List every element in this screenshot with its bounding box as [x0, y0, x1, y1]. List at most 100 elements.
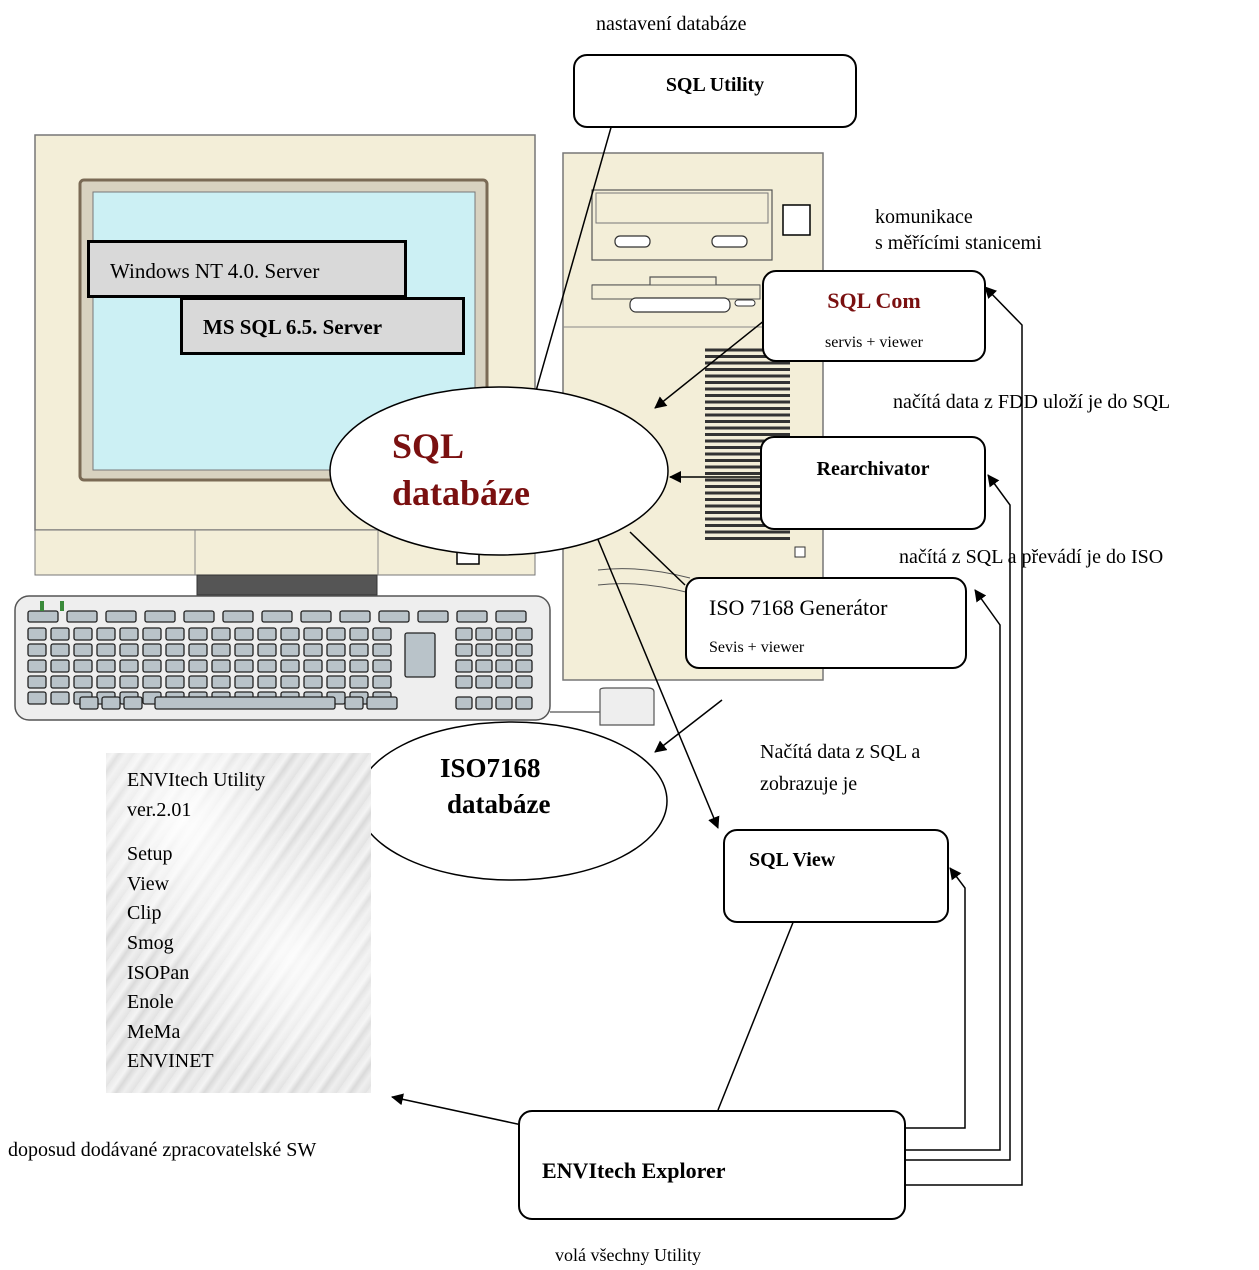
keyboard-key	[326, 659, 346, 673]
arrow-sql-db-to-sql-view	[593, 529, 720, 829]
utility-item-smog[interactable]: Smog	[127, 932, 174, 954]
keyboard-key	[495, 696, 513, 710]
keyboard-key	[101, 696, 121, 710]
keyboard-key	[73, 643, 93, 657]
keyboard-key	[303, 659, 323, 673]
keyboard-key	[211, 627, 231, 641]
rearchivator-label: Rearchivator	[816, 458, 930, 480]
keyboard-key	[66, 610, 98, 623]
keyboard-key	[183, 610, 215, 623]
keyboard-key	[188, 675, 208, 689]
keyboard-key	[27, 691, 47, 705]
keyboard-key	[222, 610, 254, 623]
keyboard-key	[27, 610, 59, 623]
connector-explorer-to-generator	[905, 589, 1001, 1151]
keyboard-key	[455, 675, 473, 689]
keyboard-key	[211, 643, 231, 657]
keyboard-illustration	[14, 595, 551, 721]
utility-item-isopan[interactable]: ISOPan	[127, 962, 190, 984]
os-label-box: Windows NT 4.0. Server	[87, 240, 407, 298]
keyboard-key	[495, 659, 513, 673]
sql-database-label-2: databáze	[392, 473, 530, 513]
iso-conversion-note: načítá z SQL a převádí je do ISO	[899, 546, 1164, 568]
utility-panel: ENVItech Utility ver.2.01 Setup View Cli…	[106, 753, 371, 1093]
keyboard-key	[455, 659, 473, 673]
keyboard-key	[455, 643, 473, 657]
keyboard-key	[142, 627, 162, 641]
sql-view-label: SQL View	[749, 849, 836, 871]
utility-item-envinet[interactable]: ENVINET	[127, 1050, 214, 1072]
keyboard-key	[344, 696, 364, 710]
keyboard-key	[303, 643, 323, 657]
utility-item-enole[interactable]: Enole	[127, 991, 174, 1013]
iso-database-label-1: ISO7168	[440, 753, 541, 783]
utility-item-mema[interactable]: MeMa	[127, 1021, 181, 1043]
utility-item-clip[interactable]: Clip	[127, 902, 162, 924]
keyboard-key	[50, 659, 70, 673]
arrow-sqlcom-to-sql-db	[654, 307, 781, 409]
keyboard-key	[475, 643, 493, 657]
sql-view-box[interactable]: SQL View	[723, 829, 949, 923]
keyboard-key	[142, 643, 162, 657]
db-server-label: MS SQL 6.5. Server	[203, 315, 383, 339]
keyboard-key	[96, 675, 116, 689]
sql-com-box[interactable]: SQL Com servis + viewer	[762, 270, 986, 362]
keyboard-key	[119, 643, 139, 657]
keyboard-key	[257, 643, 277, 657]
keyboard-key	[475, 675, 493, 689]
keyboard-key	[372, 675, 392, 689]
keyboard-key	[234, 675, 254, 689]
iso-generator-subtitle: Sevis + viewer	[709, 639, 805, 656]
db-settings-note: nastavení databáze	[596, 13, 747, 35]
keyboard-key	[105, 610, 137, 623]
mouse-illustration	[599, 687, 655, 726]
keyboard-key	[188, 643, 208, 657]
keyboard-key	[475, 627, 493, 641]
keyboard-key	[96, 627, 116, 641]
sql-utility-label: SQL Utility	[665, 74, 765, 96]
keyboard-key	[96, 659, 116, 673]
connector-explorer-to-rearchivator	[905, 474, 1011, 1161]
keyboard-key	[495, 627, 513, 641]
sql-utility-box[interactable]: SQL Utility	[573, 54, 857, 128]
keyboard-key	[188, 627, 208, 641]
calls-all-utility-note: volá všechny Utility	[555, 1245, 701, 1265]
keyboard-key	[73, 659, 93, 673]
utility-item-setup[interactable]: Setup	[127, 843, 173, 865]
keyboard-key	[280, 659, 300, 673]
keyboard-key	[455, 696, 473, 710]
keyboard-key	[372, 659, 392, 673]
rearchivator-box[interactable]: Rearchivator	[760, 436, 986, 530]
keyboard-key	[211, 675, 231, 689]
keyboard-key	[257, 675, 277, 689]
keyboard-key	[495, 610, 527, 623]
envitech-explorer-label: ENVItech Explorer	[542, 1158, 726, 1183]
arrow-to-iso-db	[654, 699, 723, 753]
keyboard-key	[27, 643, 47, 657]
envitech-explorer-box[interactable]: ENVItech Explorer	[518, 1110, 906, 1220]
arrow-explorer-to-sql-view	[717, 909, 800, 1111]
keyboard-key	[142, 675, 162, 689]
keyboard-key	[27, 675, 47, 689]
keyboard-key	[280, 675, 300, 689]
keyboard-key	[119, 627, 139, 641]
iso-generator-box[interactable]: ISO 7168 Generátor Sevis + viewer	[685, 577, 967, 669]
sql-com-title: SQL Com	[827, 288, 921, 313]
keyboard-key	[515, 627, 533, 641]
keyboard-key	[372, 643, 392, 657]
keyboard-key	[280, 643, 300, 657]
sql-com-subtitle: servis + viewer	[825, 334, 923, 351]
keyboard-key	[455, 627, 473, 641]
os-label: Windows NT 4.0. Server	[110, 259, 320, 283]
keyboard-key	[366, 696, 398, 710]
sql-database-ellipse[interactable]	[328, 385, 670, 557]
sql-database-label-1: SQL	[392, 426, 465, 466]
keyboard-key	[257, 627, 277, 641]
view-note-2: zobrazuje je	[760, 773, 858, 795]
keyboard-key	[261, 610, 293, 623]
keyboard-key	[417, 610, 449, 623]
utility-item-view[interactable]: View	[127, 873, 170, 895]
view-note-1: Načítá data z SQL a	[760, 741, 921, 763]
keyboard-key	[303, 675, 323, 689]
keyboard-key	[73, 627, 93, 641]
